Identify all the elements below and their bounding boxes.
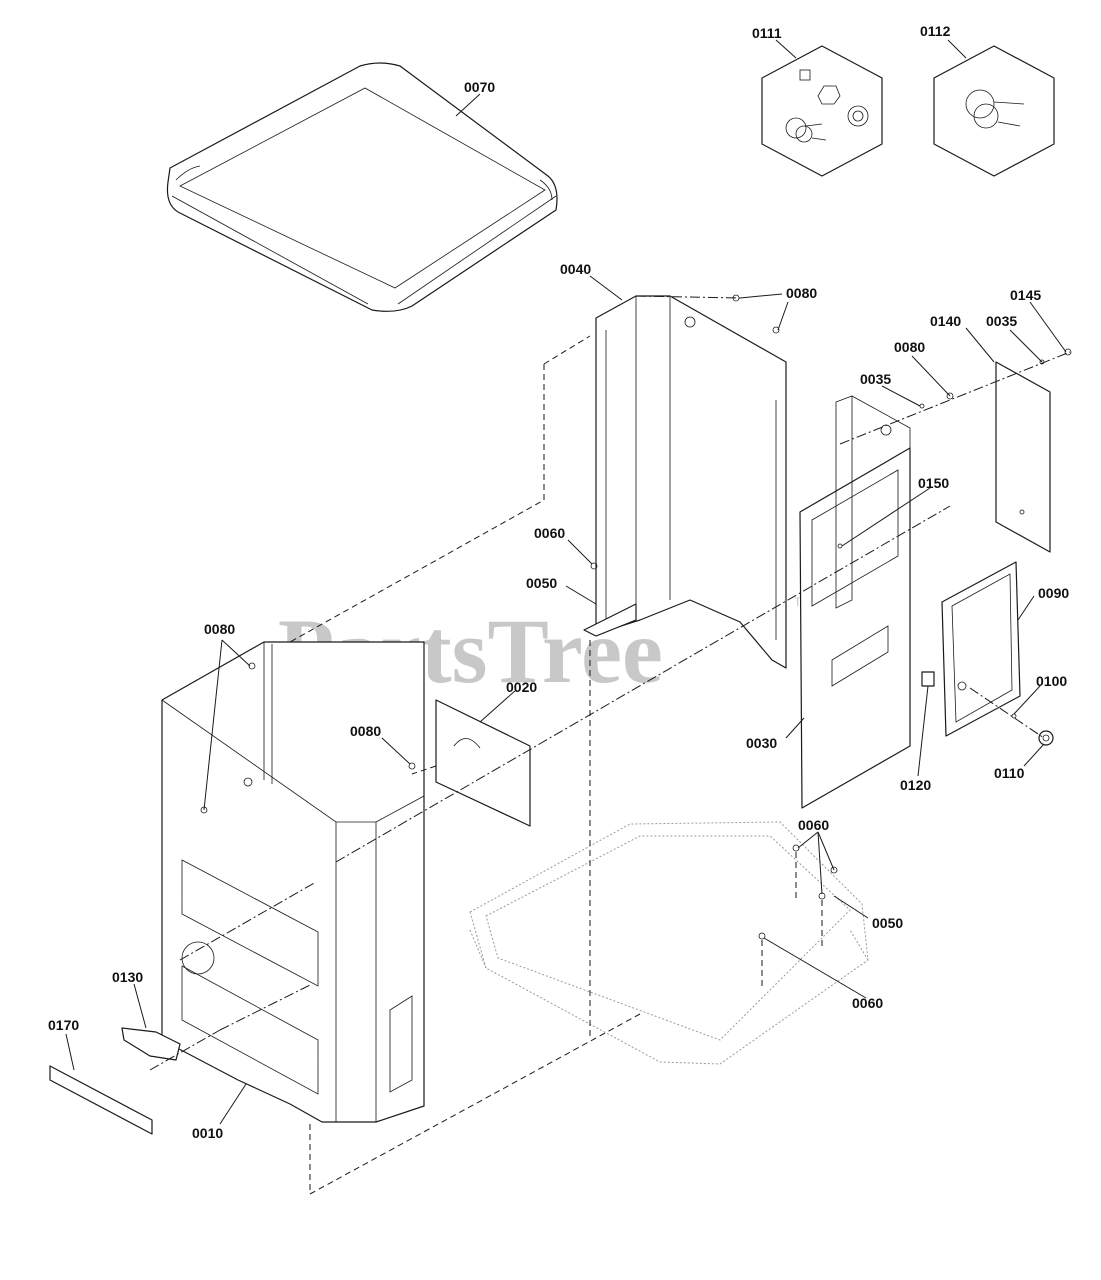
- callout-0140[interactable]: 0140: [930, 313, 961, 329]
- callout-0112[interactable]: 0112: [920, 23, 951, 39]
- callout-0080[interactable]: 0080: [786, 285, 817, 301]
- callout-0040[interactable]: 0040: [560, 261, 591, 277]
- part-base-frame: [469, 821, 869, 1065]
- part-latch[interactable]: [921, 671, 935, 687]
- part-rear-panel[interactable]: [583, 295, 787, 669]
- part-front-panel[interactable]: [799, 395, 911, 809]
- callout-0080[interactable]: 0080: [204, 621, 235, 637]
- part-trim-strip[interactable]: [49, 1065, 153, 1135]
- part-knob[interactable]: [1038, 730, 1054, 746]
- callout-0090[interactable]: 0090: [1038, 585, 1069, 601]
- callout-0120[interactable]: 0120: [900, 777, 931, 793]
- callout-labels: 0070 0111 0112 0040 0080 0145 0140 0035 …: [48, 23, 1069, 1141]
- part-access-door[interactable]: [941, 561, 1021, 737]
- callout-0035[interactable]: 0035: [986, 313, 1017, 329]
- part-bracket[interactable]: [121, 1027, 181, 1061]
- callout-0070[interactable]: 0070: [464, 79, 495, 95]
- part-key-lock-kit[interactable]: [761, 45, 883, 177]
- callout-0030[interactable]: 0030: [746, 735, 777, 751]
- callout-0060[interactable]: 0060: [852, 995, 883, 1011]
- part-main-enclosure[interactable]: [161, 641, 425, 1123]
- callout-0080[interactable]: 0080: [350, 723, 381, 739]
- callout-0060[interactable]: 0060: [534, 525, 565, 541]
- part-top-cover[interactable]: [166, 62, 558, 312]
- leader-lines: [65, 39, 1067, 1125]
- callout-0020[interactable]: 0020: [506, 679, 537, 695]
- part-key-set[interactable]: [933, 45, 1055, 177]
- callout-0111[interactable]: 0111: [752, 25, 782, 41]
- callout-0130[interactable]: 0130: [112, 969, 143, 985]
- part-access-cover[interactable]: [995, 361, 1051, 553]
- callout-0080[interactable]: 0080: [894, 339, 925, 355]
- callout-0060[interactable]: 0060: [798, 817, 829, 833]
- callout-0050[interactable]: 0050: [526, 575, 557, 591]
- callout-0010[interactable]: 0010: [192, 1125, 223, 1141]
- assembly-lines: [149, 295, 1071, 1195]
- callout-0050[interactable]: 0050: [872, 915, 903, 931]
- callout-0110[interactable]: 0110: [994, 765, 1025, 781]
- callout-0035[interactable]: 0035: [860, 371, 891, 387]
- callout-0170[interactable]: 0170: [48, 1017, 79, 1033]
- callout-0150[interactable]: 0150: [918, 475, 949, 491]
- callout-0100[interactable]: 0100: [1036, 673, 1067, 689]
- callout-0145[interactable]: 0145: [1010, 287, 1041, 303]
- part-heat-shield[interactable]: [435, 699, 531, 827]
